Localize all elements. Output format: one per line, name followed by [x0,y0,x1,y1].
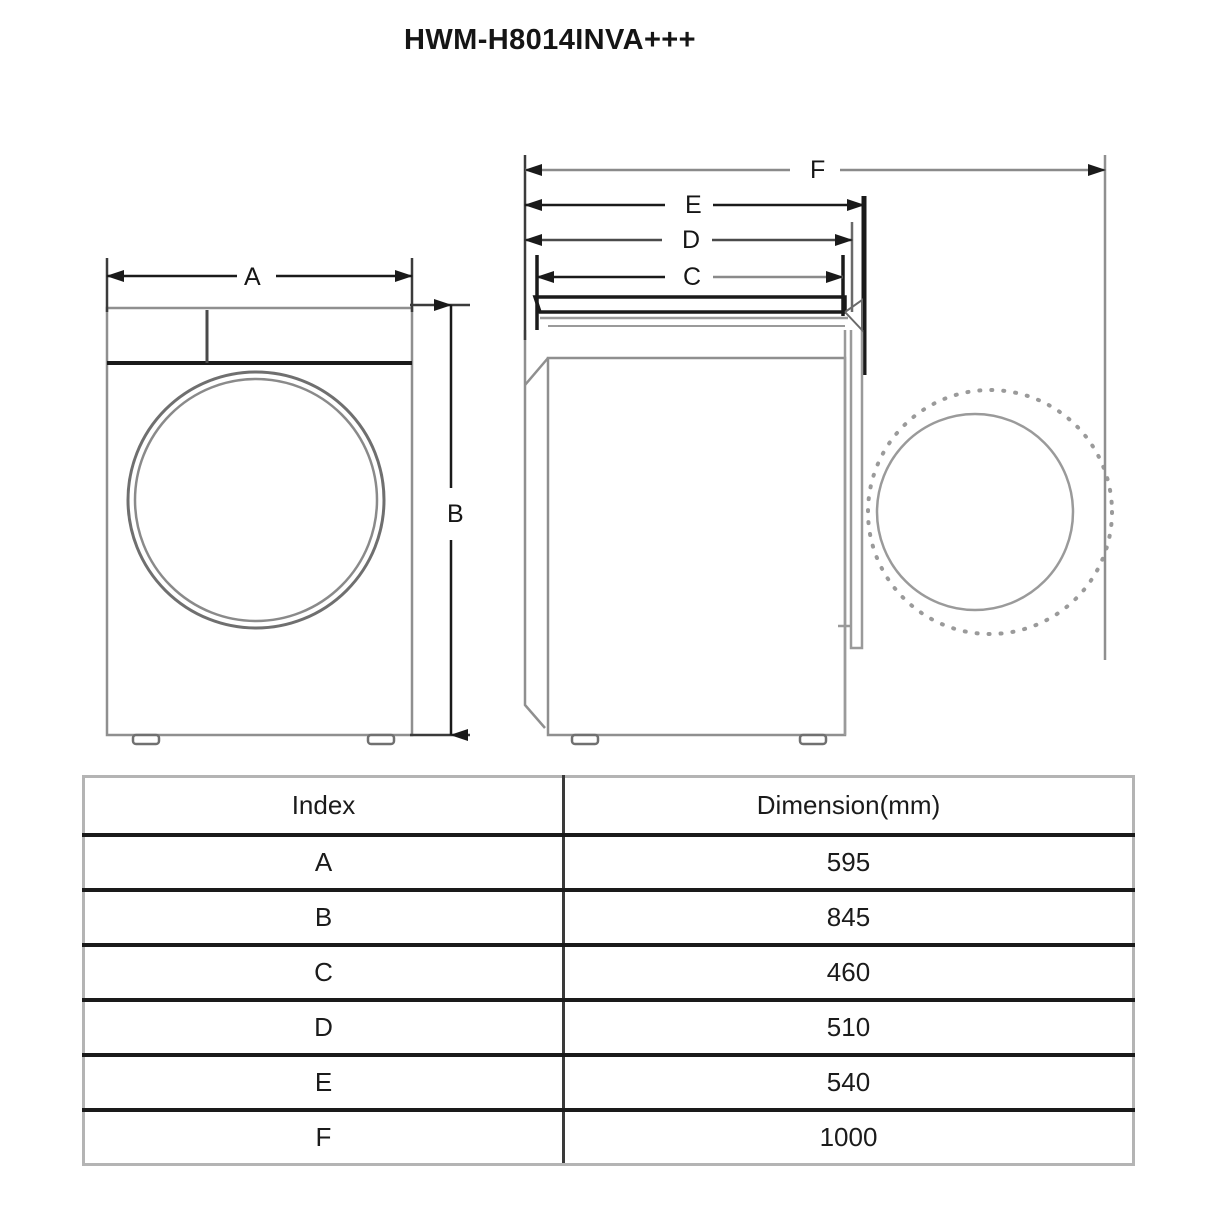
table-row: A 595 [82,834,1135,892]
dim-label-a: A [237,265,268,290]
cell-dimension: 540 [562,1054,1135,1112]
front-view [105,258,470,746]
dimension-table: Index Dimension(mm) A 595 B 845 C 460 D … [82,775,1135,1166]
side-foot-left [570,733,600,746]
table-row: E 540 [82,1054,1135,1112]
cell-index: F [82,1109,565,1166]
cell-dimension: 595 [562,834,1135,892]
table-header-row: Index Dimension(mm) [82,775,1135,837]
cell-dimension: 510 [562,999,1135,1057]
table-row: C 460 [82,944,1135,1002]
side-body-outline [546,356,847,737]
side-door-hinge [843,298,863,333]
side-top-lid [532,295,847,314]
cell-index: D [82,999,565,1057]
cell-index: E [82,1054,565,1112]
cell-index: A [82,834,565,892]
header-index: Index [82,775,565,837]
technical-drawing [105,155,1114,746]
table-row: D 510 [82,999,1135,1057]
side-back-chamfer [524,357,549,386]
dim-label-c: C [676,265,709,290]
door-inner-ring [133,377,379,623]
cell-index: B [82,889,565,947]
side-back-panel-edge [523,330,546,729]
dim-label-d: D [675,228,708,253]
side-door-panel [849,330,864,650]
open-door-circle [875,412,1075,612]
page-title: HWM-H8014INVA+++ [404,24,696,56]
front-foot-left [131,733,161,746]
front-foot-right [366,733,396,746]
dim-label-b: B [440,502,471,527]
side-foot-right [798,733,828,746]
side-view [523,155,1114,746]
table-row: F 1000 [82,1109,1135,1166]
door-swing-dotted-circle [866,388,1114,636]
table-row: B 845 [82,889,1135,947]
cell-dimension: 1000 [562,1109,1135,1166]
dim-label-f: F [803,158,833,183]
cell-index: C [82,944,565,1002]
door-outer-ring [126,370,386,630]
cell-dimension: 460 [562,944,1135,1002]
cell-dimension: 845 [562,889,1135,947]
dim-label-e: E [678,193,709,218]
header-dimension: Dimension(mm) [562,775,1135,837]
